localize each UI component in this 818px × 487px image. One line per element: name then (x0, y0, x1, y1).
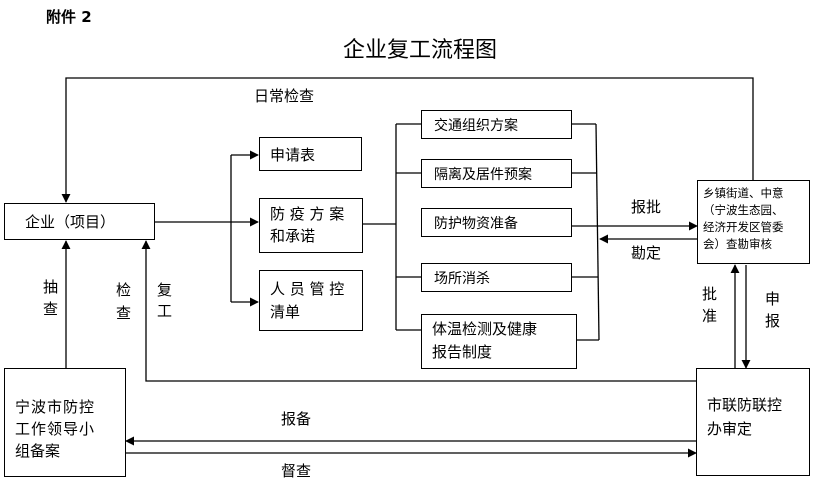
temperature-line2: 报告制度 (432, 343, 493, 361)
resume-label-2: 工 (157, 302, 173, 320)
personnel-list-line2: 清单 (270, 303, 301, 321)
measures-right-bracket (595, 123, 600, 341)
page-title: 企业复工流程图 (343, 38, 498, 63)
temperature-line1: 体温检测及健康 (432, 320, 538, 338)
declare-label-2: 报 (765, 312, 781, 330)
disinfection-node: 场所消杀 (421, 263, 572, 292)
prevention-plan-line1: 防 疫 方 案 (270, 205, 345, 223)
leading-group-line2: 工作领导小 (15, 420, 96, 438)
prevention-plan-line2: 和承诺 (270, 227, 316, 245)
leading-group-node: 宁波市防控 工作领导小 组备案 (4, 368, 126, 477)
isolation-plan-node: 隔离及居件预案 (421, 159, 572, 188)
attachment-label: 附件 2 (46, 8, 92, 26)
declare-label-1: 申 (765, 290, 781, 308)
traffic-plan-node: 交通组织方案 (421, 110, 572, 139)
survey-label: 勘定 (631, 244, 662, 262)
application-form-node: 申请表 (259, 137, 362, 171)
resume-work-arrow (141, 240, 696, 382)
city-office-line1: 市联防联控 (707, 396, 783, 414)
town-office-node: 乡镇街道、中意 （宁波生态园、 经济开发区管委 会）查勘审核 (697, 180, 810, 264)
resume-label-1: 复 (157, 281, 173, 299)
prevention-plan-node: 防 疫 方 案 和承诺 (259, 198, 363, 253)
daily-check-arrow (61, 77, 754, 203)
approve-label-2: 准 (702, 307, 718, 325)
daily-check-label: 日常检查 (254, 87, 315, 105)
filing-label: 报备 (281, 410, 312, 428)
temperature-node: 体温检测及健康 报告制度 (421, 314, 577, 369)
town-office-line3: 经济开发区管委 (703, 220, 784, 234)
personnel-list-node: 人 员 管 控 清单 (259, 270, 363, 331)
spot-check-label-1: 抽 (43, 278, 59, 296)
isolation-plan-label: 隔离及居件预案 (434, 167, 532, 183)
personnel-list-line1: 人 员 管 控 (270, 280, 345, 298)
supplies-node: 防护物资准备 (421, 208, 572, 237)
leading-group-line3: 组备案 (15, 442, 61, 460)
report-approve-label: 报批 (631, 198, 662, 216)
traffic-plan-label: 交通组织方案 (434, 118, 518, 134)
town-office-line1: 乡镇街道、中意 (703, 186, 784, 200)
approve-label-1: 批 (702, 285, 718, 303)
town-office-line4: 会）查勘审核 (703, 237, 772, 251)
enterprise-label: 企业（项目） (25, 213, 116, 231)
supplies-label: 防护物资准备 (434, 216, 518, 232)
inspect-label-1: 检 (116, 281, 132, 299)
application-form-label: 申请表 (270, 146, 316, 164)
spot-check-label-2: 查 (43, 300, 59, 318)
disinfection-label: 场所消杀 (434, 271, 490, 287)
supervise-label: 督查 (281, 462, 312, 480)
city-office-node: 市联防联控 办审定 (696, 368, 810, 476)
inspect-label-2: 查 (116, 304, 132, 322)
town-office-line2: （宁波生态园、 (703, 203, 784, 217)
leading-group-line1: 宁波市防控 (15, 398, 96, 416)
city-office-line2: 办审定 (707, 420, 753, 438)
enterprise-node: 企业（项目） (4, 203, 155, 240)
